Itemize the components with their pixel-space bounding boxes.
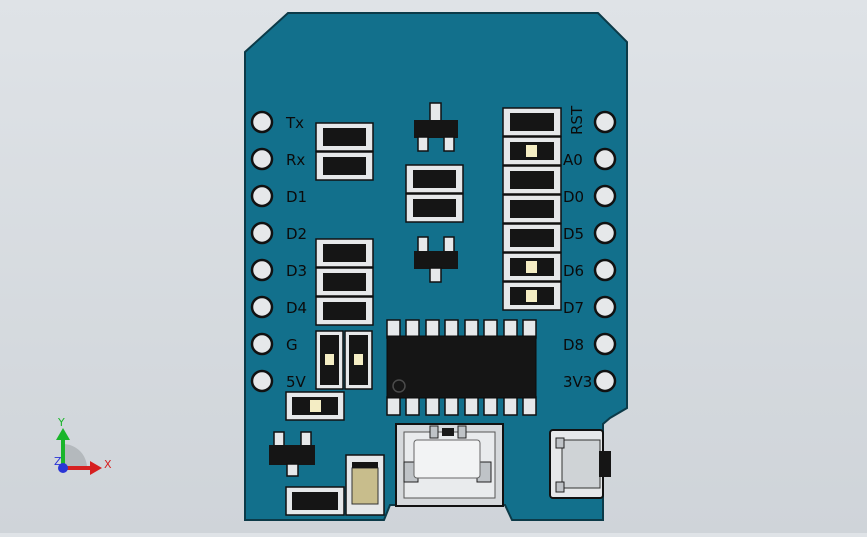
axis-triad: Y X Z [54,416,112,475]
pin-hole [250,110,274,134]
sot23-transistor-middle [414,236,458,283]
pin-hole [250,147,274,171]
left-resistor-stack [315,122,374,326]
pin-hole [250,369,274,393]
pin-hole [593,221,617,245]
pin1-marker [392,379,406,393]
left-pin-header: Tx Rx D1 D2 D3 D4 G 5V [250,110,307,393]
pin-label-right: RST [568,105,586,135]
pin-label-right: A0 [563,151,583,169]
triad-origin-arc [63,444,87,468]
pin-label-left: D4 [286,299,307,317]
pin-hole [593,332,617,356]
reset-button[interactable] [549,429,611,499]
power-led [285,391,345,421]
pin-label-left: 5V [286,373,307,391]
bottom-resistor [285,486,345,516]
pin-label-left: G [286,336,298,354]
pin-hole [250,221,274,245]
pin-hole [250,332,274,356]
pin-label-right: D0 [563,188,584,206]
pin-label-left: Tx [285,114,304,132]
pin-hole [250,258,274,282]
pin-hole [593,258,617,282]
center-resistors [405,164,464,223]
pin-label-right: D8 [563,336,584,354]
pin-hole [593,369,617,393]
pin-hole [593,110,617,134]
pin-hole [593,295,617,319]
ic-chip[interactable] [386,319,537,416]
pin-label-left: D1 [286,188,307,206]
z-axis-dot [58,463,68,473]
vertical-leds [315,330,373,390]
pin-hole [250,295,274,319]
smd-fuse [345,454,385,516]
pin-label-right: 3V3 [563,373,592,391]
pin-label-right: D6 [563,262,584,280]
right-component-stack [502,107,562,311]
right-pin-header: RST A0 D0 D5 D6 D7 D8 3V3 [563,105,617,393]
sot23-transistor-top [414,102,458,152]
pin-hole [593,184,617,208]
usb-connector[interactable] [395,423,504,507]
pin-label-left: D3 [286,262,307,280]
pin-label-right: D7 [563,299,584,317]
z-axis-label: Z [54,455,62,468]
pin-hole [250,184,274,208]
y-axis-label: Y [57,416,65,429]
x-axis-arrowhead [90,461,102,475]
y-axis-arrowhead [56,428,70,440]
x-axis-label: X [104,458,112,471]
pin-label-left: Rx [286,151,305,169]
pin-hole [593,147,617,171]
pin-label-right: D5 [563,225,584,243]
sot23-transistor-bottom [269,431,315,477]
pin-label-left: D2 [286,225,307,243]
